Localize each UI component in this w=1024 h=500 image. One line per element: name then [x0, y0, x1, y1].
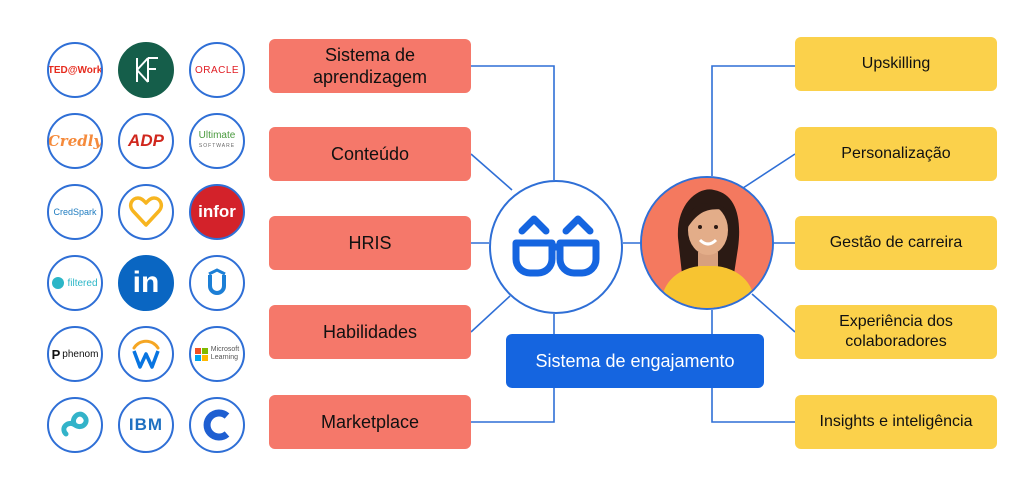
person-illustration	[642, 178, 772, 308]
box-habilidades: Habilidades	[269, 305, 471, 359]
microsoft-learning-logo: Microsoft Learning	[189, 326, 245, 382]
udemy-u-icon	[208, 268, 226, 295]
center-glasses-node	[489, 180, 623, 314]
infinity-logo	[47, 397, 103, 453]
box-gestao-de-carreira: Gestão de carreira	[795, 216, 997, 270]
box-insights-e-inteligencia: Insights e inteligência	[795, 395, 997, 449]
filtered-logo: filtered	[47, 255, 103, 311]
phenom-logo-text: phenom	[62, 348, 99, 360]
box-conteudo: Conteúdo	[269, 127, 471, 181]
box-sistema-de-aprendizagem: Sistema de aprendizagem	[269, 39, 471, 93]
kf-monogram-icon	[136, 57, 158, 83]
credly-logo: Credly	[47, 113, 103, 169]
infor-logo-text: infor	[198, 202, 236, 221]
phenom-logo: P phenom	[47, 326, 103, 382]
glasses-icon	[512, 215, 600, 277]
box-label: HRIS	[348, 233, 392, 253]
workday-icon	[132, 339, 160, 369]
credspark-logo: CredSpark	[47, 184, 103, 240]
box-label: Personalização	[841, 145, 951, 162]
coursera-c-icon	[203, 409, 230, 441]
engagement-system-box: Sistema de engajamento	[506, 334, 764, 388]
filtered-logo-text: filtered	[67, 277, 98, 289]
oracle-logo-text: ORACLE	[194, 64, 240, 76]
ted-logo-text: TED@Work	[47, 64, 103, 76]
ultimate-logo-text: Ultimate	[198, 130, 236, 141]
ultimate-logo-subtext: SOFTWARE	[198, 143, 236, 149]
adp-logo-text: ADP	[128, 131, 164, 150]
infinity-icon	[61, 411, 89, 437]
ultimate-logo-group: Ultimate SOFTWARE	[199, 130, 236, 152]
box-marketplace: Marketplace	[269, 395, 471, 449]
box-label: Sistema de aprendizagem	[312, 45, 428, 87]
linkedin-logo-text: in	[132, 266, 160, 299]
box-experiencia-dos-colaboradores: Experiência dos colaboradores	[795, 305, 997, 359]
box-label: Experiência dos colaboradores	[839, 313, 953, 350]
box-hris: HRIS	[269, 216, 471, 270]
ted-at-work-logo: TED@Work	[47, 42, 103, 98]
box-label: Insights e inteligência	[819, 413, 973, 430]
microsoft-squares-icon	[194, 347, 208, 361]
oracle-logo: ORACLE	[189, 42, 245, 98]
microsoft-logo-text: Microsoft	[210, 346, 240, 353]
box-label: Conteúdo	[330, 144, 410, 164]
credly-logo-text: Credly	[47, 132, 103, 150]
filtered-leaf-icon	[52, 277, 65, 289]
ibm-logo: IBM	[118, 397, 174, 453]
linkedin-logo: in	[118, 255, 174, 311]
box-label: Marketplace	[320, 412, 420, 432]
engagement-label: Sistema de engajamento	[535, 350, 735, 371]
infor-logo: infor	[189, 184, 245, 240]
microsoft-logo-subtext: Learning	[210, 354, 239, 361]
workday-logo	[118, 326, 174, 382]
adp-logo: ADP	[118, 113, 174, 169]
heart-logo	[118, 184, 174, 240]
box-label: Habilidades	[322, 322, 418, 342]
ultimate-logo: Ultimate SOFTWARE	[189, 113, 245, 169]
ibm-logo-text: IBM	[128, 415, 164, 434]
coursera-logo	[189, 397, 245, 453]
box-label: Upskilling	[861, 55, 931, 72]
heart-icon	[129, 196, 163, 227]
microsoft-text-group: Microsoft Learning	[211, 346, 239, 362]
box-personalizacao: Personalização	[795, 127, 997, 181]
udemy-logo	[189, 255, 245, 311]
person-photo	[640, 176, 774, 310]
box-label: Gestão de carreira	[829, 234, 963, 251]
credspark-logo-text: CredSpark	[53, 207, 97, 217]
phenom-p-icon: P	[51, 346, 61, 362]
kf-logo	[118, 42, 174, 98]
box-upskilling: Upskilling	[795, 37, 997, 91]
